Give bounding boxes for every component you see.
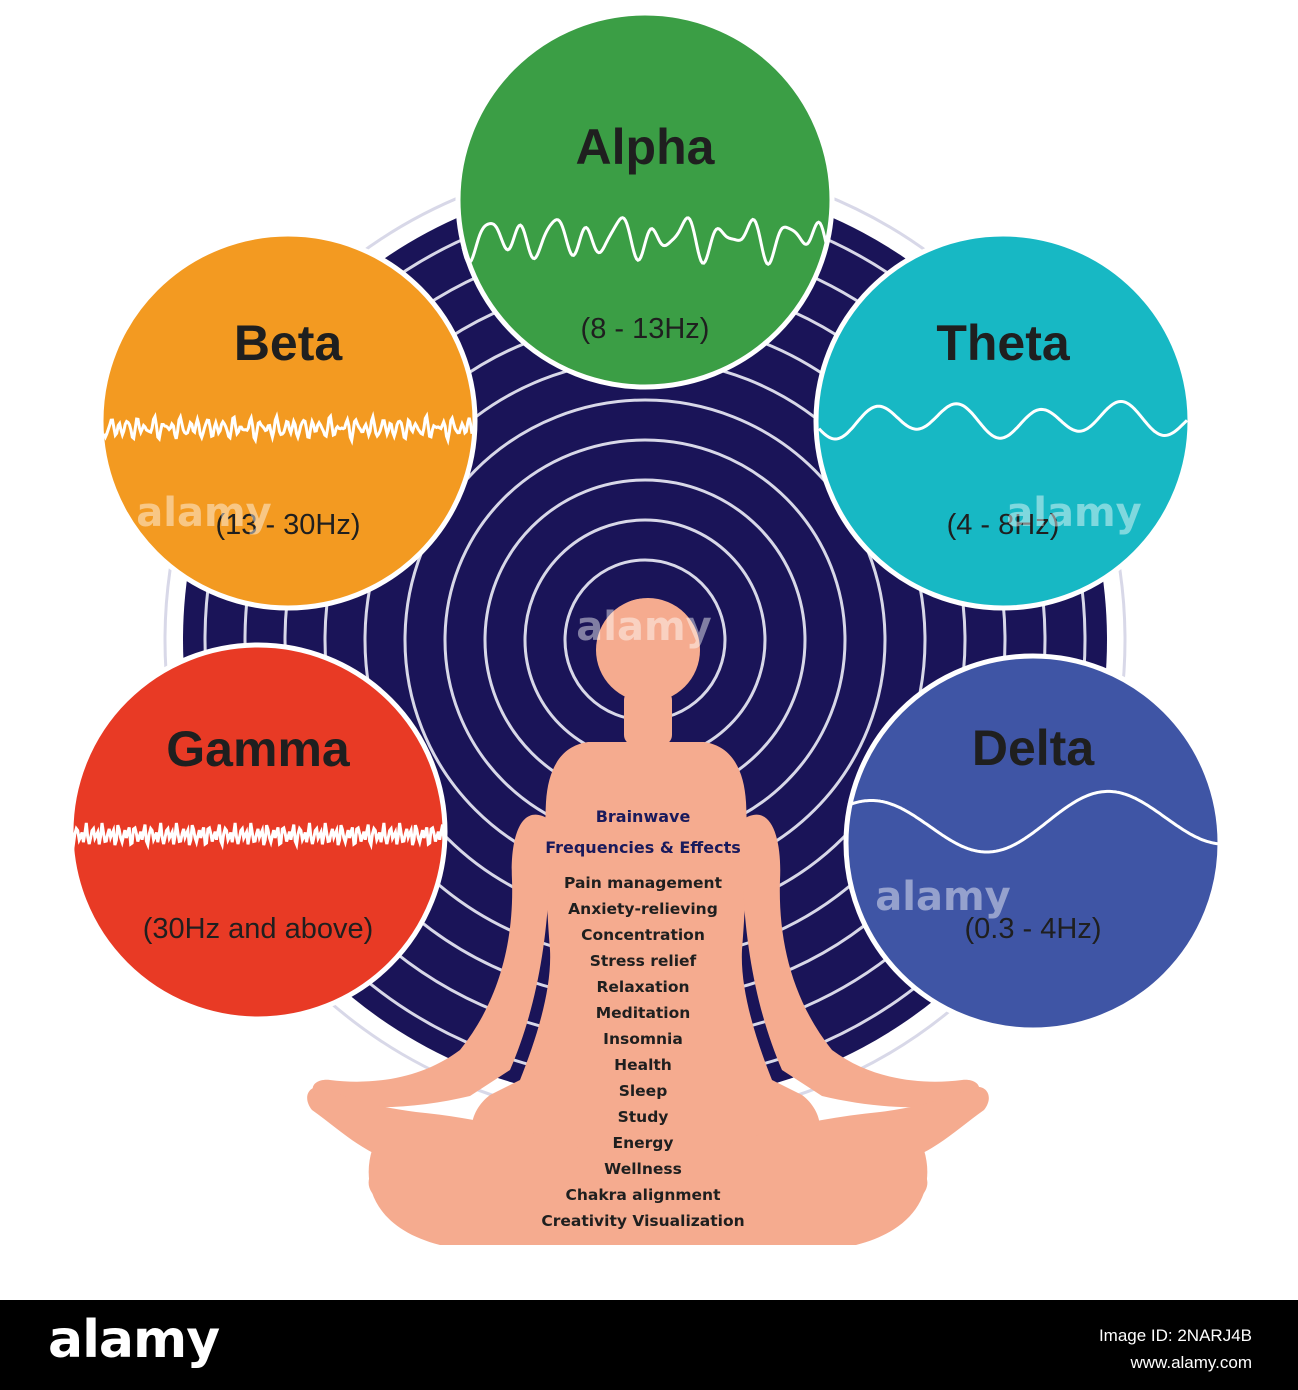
effects-list: Pain managementAnxiety-relievingConcentr… bbox=[541, 874, 744, 1230]
effect-item: Wellness bbox=[604, 1160, 682, 1178]
effect-item: Creativity Visualization bbox=[541, 1212, 744, 1230]
effect-item: Pain management bbox=[564, 874, 723, 892]
footer-info: Image ID: 2NARJ4B www.alamy.com bbox=[1099, 1322, 1252, 1376]
delta-wave bbox=[847, 789, 1219, 854]
theta-title: Theta bbox=[936, 315, 1071, 371]
alpha-range: (8 - 13Hz) bbox=[581, 313, 710, 345]
alpha-wave bbox=[461, 216, 829, 266]
alamy-logo: alamy bbox=[48, 1310, 220, 1370]
gamma-band: Gamma (30Hz and above) bbox=[68, 642, 448, 1022]
figure-right-arm bbox=[741, 814, 980, 1108]
watermark: alamy bbox=[136, 490, 271, 536]
meditating-figure bbox=[307, 598, 989, 1245]
delta-band: Delta (0.3 - 4Hz) bbox=[843, 653, 1223, 1033]
effect-item: Study bbox=[618, 1108, 669, 1126]
alpha-title: Alpha bbox=[576, 119, 716, 175]
image-id: Image ID: 2NARJ4B bbox=[1098, 1326, 1252, 1345]
beta-wave bbox=[102, 411, 474, 446]
gamma-wave bbox=[70, 822, 446, 851]
effect-item: Anxiety-relieving bbox=[568, 900, 718, 918]
beta-range: (13 - 30Hz) bbox=[215, 509, 360, 541]
brainwave-infographic: Alpha (8 - 13Hz) Beta (13 - 30Hz) Theta … bbox=[0, 10, 1298, 1301]
effect-item: Sleep bbox=[619, 1082, 668, 1100]
watermark: alamy bbox=[576, 604, 711, 650]
effect-item: Relaxation bbox=[596, 978, 689, 996]
figure-left-arm bbox=[312, 814, 551, 1108]
figure-head bbox=[596, 598, 700, 702]
site-url: www.alamy.com bbox=[1130, 1353, 1252, 1372]
alpha-band: Alpha (8 - 13Hz) bbox=[455, 10, 835, 390]
theta-wave bbox=[817, 400, 1189, 441]
effect-item: Energy bbox=[613, 1134, 674, 1152]
effect-item: Stress relief bbox=[590, 952, 697, 970]
figure-torso bbox=[471, 742, 820, 1155]
alpha-circle bbox=[455, 10, 835, 390]
effect-item: Health bbox=[614, 1056, 672, 1074]
delta-circle bbox=[843, 653, 1223, 1033]
theta-circle bbox=[813, 231, 1193, 611]
watermarks: alamy alamy alamy alamy bbox=[136, 490, 1141, 920]
effect-item: Meditation bbox=[596, 1004, 691, 1022]
watermark: alamy bbox=[1006, 490, 1141, 536]
theta-range: (4 - 8Hz) bbox=[947, 509, 1060, 541]
beta-band: Beta (13 - 30Hz) bbox=[98, 231, 478, 611]
delta-range: (0.3 - 4Hz) bbox=[965, 913, 1102, 945]
theta-band: Theta (4 - 8Hz) bbox=[813, 231, 1193, 611]
effect-item: Concentration bbox=[581, 926, 705, 944]
effects-heading-line2: Frequencies & Effects bbox=[545, 838, 741, 857]
effect-item: Chakra alignment bbox=[566, 1186, 722, 1204]
effect-item: Insomnia bbox=[603, 1030, 683, 1048]
footer-bar: alamy Image ID: 2NARJ4B www.alamy.com bbox=[0, 1300, 1298, 1390]
effects-panel: Brainwave Frequencies & Effects Pain man… bbox=[541, 807, 744, 1230]
delta-title: Delta bbox=[972, 720, 1095, 776]
figure-neck bbox=[624, 690, 672, 745]
gamma-title: Gamma bbox=[166, 721, 351, 777]
gamma-range: (30Hz and above) bbox=[143, 913, 374, 945]
watermark: alamy bbox=[875, 874, 1010, 920]
effects-heading-line1: Brainwave bbox=[596, 807, 691, 826]
beta-title: Beta bbox=[234, 315, 344, 371]
infographic-canvas: Alpha (8 - 13Hz) Beta (13 - 30Hz) Theta … bbox=[68, 10, 1223, 1245]
figure-base bbox=[368, 1150, 928, 1245]
